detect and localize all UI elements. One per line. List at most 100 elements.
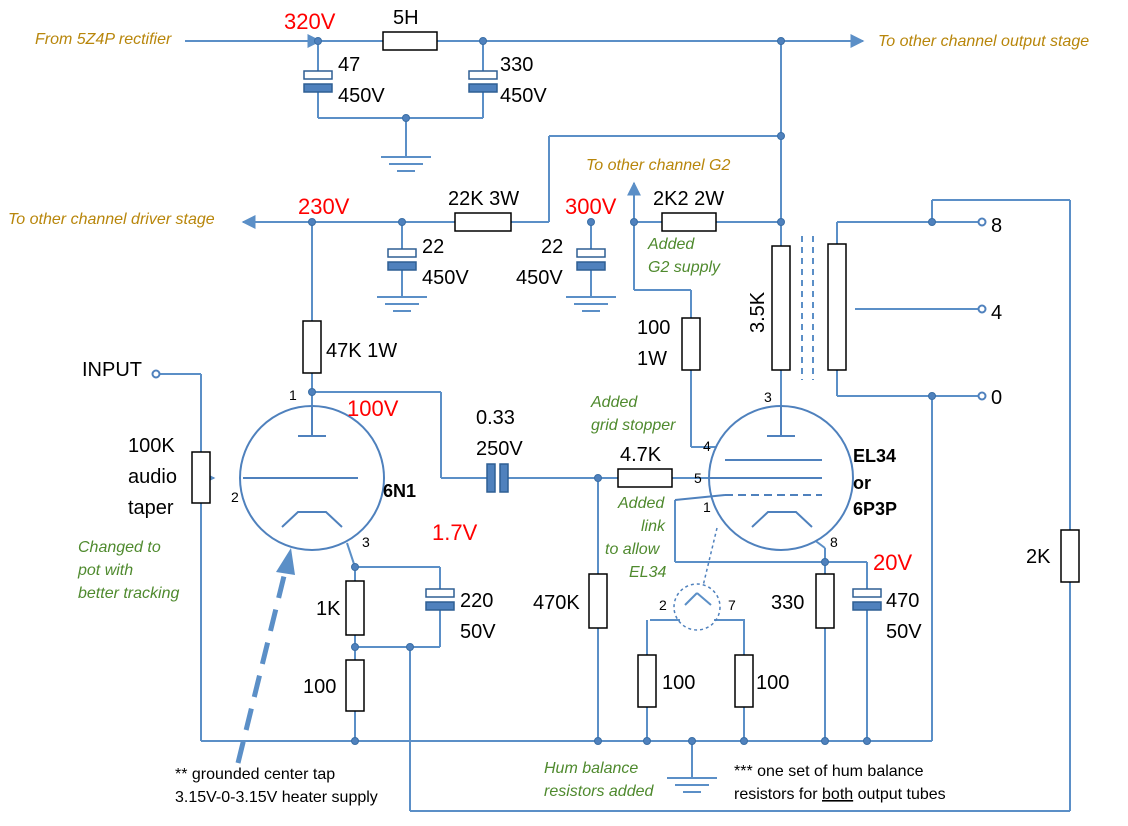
- capacitors: [303, 70, 882, 611]
- transformer-core: [801, 236, 814, 380]
- r22k-label: 22K 3W: [448, 188, 519, 210]
- to-output-stage-note: To other channel output stage: [878, 33, 1089, 50]
- cap330-voltage: 450V: [500, 85, 547, 107]
- hum-note-2: resistors added: [544, 783, 654, 800]
- pot-audio: audio: [128, 466, 177, 488]
- link-note-4: EL34: [629, 564, 666, 581]
- pot-change-note-1: Changed to: [78, 539, 161, 556]
- transformer-primary: [771, 245, 791, 371]
- r330-label: 330: [771, 592, 804, 614]
- resistor-2k2: [661, 212, 717, 232]
- pin-5-output: 5: [694, 470, 702, 486]
- voltage-100: 100V: [347, 396, 399, 421]
- hum1-label: 100: [662, 672, 695, 694]
- g2-supply-note-1: Added: [647, 236, 695, 253]
- tap-0-label: 0: [991, 387, 1002, 409]
- r100k-label: 100: [303, 676, 336, 698]
- tube-6p3p-label: 6P3P: [853, 499, 897, 519]
- heater-link-dotted: [702, 527, 718, 587]
- input-label: INPUT: [82, 359, 142, 381]
- heater-symbol: [673, 583, 721, 631]
- pin-3-output: 3: [764, 389, 772, 405]
- capacitor-22-b: [576, 248, 606, 271]
- pot-taper: taper: [128, 497, 174, 519]
- tube-el34-label: EL34: [853, 446, 896, 466]
- resistor-2k: [1060, 529, 1080, 583]
- cap22b-value: 22: [541, 236, 563, 258]
- resistor-1k: [345, 580, 365, 636]
- cap220-value: 220: [460, 590, 493, 612]
- cap220-voltage: 50V: [460, 621, 496, 643]
- cap330-value: 330: [500, 54, 533, 76]
- heater-note-1: ** grounded center tap: [175, 766, 335, 783]
- resistor-22k: [454, 212, 512, 232]
- capacitor-47: [303, 70, 333, 93]
- capacitor-330: [468, 70, 498, 93]
- tube-el34: [674, 405, 854, 551]
- heater-arrow: [235, 548, 295, 764]
- tap-8-terminal: [977, 217, 987, 227]
- junction-dots: [308, 37, 936, 745]
- tube-6n1-label: 6N1: [383, 481, 416, 501]
- link-note-1: Added: [617, 495, 665, 512]
- choke-label: 5H: [393, 7, 419, 29]
- voltage-20: 20V: [873, 550, 912, 575]
- pot-change-note-3: better tracking: [78, 585, 179, 602]
- tap-0-terminal: [977, 391, 987, 401]
- ground-symbol: [381, 156, 431, 172]
- cap22a-voltage: 450V: [422, 267, 469, 289]
- r100g2-watt: 1W: [637, 348, 667, 370]
- pin-1-driver: 1: [289, 387, 297, 403]
- r1k-label: 1K: [316, 598, 341, 620]
- input-terminal: [151, 369, 161, 379]
- resistor-100-cathode: [345, 659, 365, 712]
- voltage-300: 300V: [565, 194, 617, 219]
- tap-8-label: 8: [991, 215, 1002, 237]
- heater-note-2: 3.15V-0-3.15V heater supply: [175, 789, 378, 806]
- voltage-230: 230V: [298, 194, 350, 219]
- coupling-cap-voltage: 250V: [476, 438, 523, 460]
- cap470-voltage: 50V: [886, 621, 922, 643]
- pin-8-output: 8: [830, 534, 838, 550]
- g2-supply-note-2: G2 supply: [648, 259, 721, 276]
- tap-4-terminal: [977, 304, 987, 314]
- tube-6n1: [239, 405, 385, 551]
- hum-set-pre: resistors for: [734, 786, 822, 803]
- voltage-320: 320V: [284, 9, 336, 34]
- resistor-470k: [588, 573, 608, 629]
- capacitor-0-33: [486, 463, 509, 493]
- resistor-330: [815, 573, 835, 629]
- r4k7-label: 4.7K: [620, 444, 662, 466]
- capacitor-22-a: [387, 248, 417, 271]
- r47k-label: 47K 1W: [326, 340, 397, 362]
- wiring: [160, 34, 1071, 812]
- ground-symbol: [377, 296, 427, 312]
- potentiometer-100k: [191, 451, 211, 504]
- pin-3-driver: 3: [362, 534, 370, 550]
- resistor-hum-2: [734, 654, 754, 708]
- hum-note-1: Hum balance: [544, 760, 638, 777]
- cap47-voltage: 450V: [338, 85, 385, 107]
- to-driver-stage-note: To other channel driver stage: [8, 211, 215, 228]
- transformer-secondary: [827, 243, 847, 371]
- hum-set-note-1: *** one set of hum balance: [734, 763, 924, 780]
- ground-symbols: [377, 156, 717, 793]
- resistor-hum-1: [637, 654, 657, 708]
- cap470-value: 470: [886, 590, 919, 612]
- r2k-label: 2K: [1026, 546, 1051, 568]
- pin-4-output: 4: [703, 438, 711, 454]
- capacitor-470: [852, 588, 882, 611]
- choke-5h: [382, 31, 438, 51]
- hum-set-post: output tubes: [853, 786, 946, 803]
- pot-change-note-2: pot with: [77, 562, 133, 579]
- hum-set-underlined: both: [822, 786, 853, 803]
- xfmr-label: 3.5K: [747, 291, 769, 333]
- capacitor-220: [425, 588, 455, 611]
- pin-1-output: 1: [703, 499, 711, 515]
- cap47-value: 47: [338, 54, 360, 76]
- pin-7-heater: 7: [728, 597, 736, 613]
- voltage-1-7: 1.7V: [432, 520, 478, 545]
- resistors: [191, 31, 1080, 712]
- resistor-4k7: [617, 468, 673, 488]
